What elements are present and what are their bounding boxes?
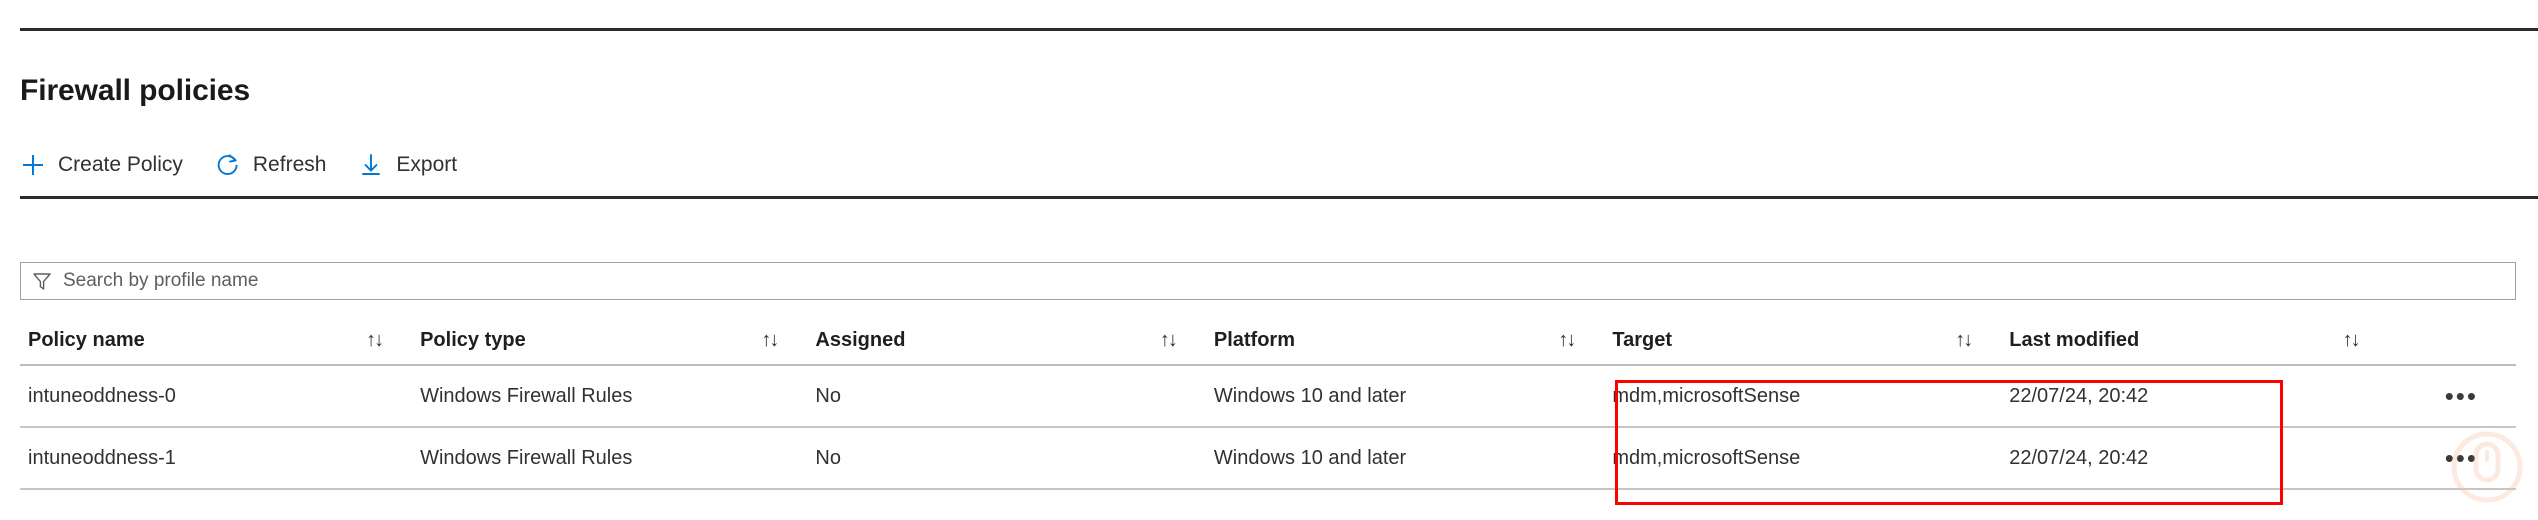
export-label: Export	[396, 153, 458, 176]
cell-text: No	[815, 446, 841, 469]
sort-icon-policy-name[interactable]: ↑↓	[366, 328, 384, 351]
more-options-icon[interactable]: •••	[2445, 389, 2478, 403]
refresh-icon	[215, 152, 241, 178]
cell-policy-type: Windows Firewall Rules	[420, 447, 815, 470]
column-header-label: Last modified	[2009, 328, 2140, 351]
filter-icon	[31, 270, 53, 292]
command-bar: Create Policy Refresh Export	[20, 148, 489, 182]
search-filter-box[interactable]	[20, 262, 2516, 300]
cell-assigned: No	[815, 447, 1213, 470]
sort-icon-platform[interactable]: ↑↓	[1558, 328, 1576, 351]
refresh-button[interactable]: Refresh	[215, 148, 341, 182]
cell-text: Windows Firewall Rules	[420, 384, 633, 407]
cell-text: intuneoddness-0	[28, 384, 176, 407]
policies-table: Policy name ↑↓ Policy type ↑↓ Assigned ↑…	[20, 316, 2516, 490]
cell-last-modified: 22/07/24, 20:42	[2009, 447, 2396, 470]
column-header-platform[interactable]: Platform ↑↓	[1214, 329, 1612, 352]
column-header-assigned[interactable]: Assigned ↑↓	[815, 329, 1213, 352]
cell-assigned: No	[815, 385, 1213, 408]
cell-actions[interactable]: •••	[2397, 389, 2516, 403]
sort-icon-last-modified[interactable]: ↑↓	[2342, 328, 2361, 351]
column-header-label: Policy name	[28, 328, 145, 351]
cell-platform: Windows 10 and later	[1214, 385, 1612, 408]
download-icon	[358, 152, 384, 178]
column-header-label: Policy type	[420, 328, 526, 351]
cell-policy-type: Windows Firewall Rules	[420, 385, 815, 408]
cell-platform: Windows 10 and later	[1214, 447, 1612, 470]
column-header-last-modified[interactable]: Last modified ↑↓	[2009, 329, 2396, 352]
cell-target: mdm,microsoftSense	[1612, 447, 2009, 470]
search-input[interactable]	[63, 266, 2423, 296]
cell-text: Windows 10 and later	[1213, 384, 1407, 407]
cell-text: intuneoddness-1	[28, 446, 176, 469]
column-header-target[interactable]: Target ↑↓	[1612, 329, 2009, 352]
cell-text: Windows Firewall Rules	[420, 446, 633, 469]
column-header-policy-name[interactable]: Policy name ↑↓	[20, 329, 420, 352]
sort-icon-policy-type[interactable]: ↑↓	[761, 328, 779, 351]
table-row[interactable]: intuneoddness-0 Windows Firewall Rules N…	[20, 366, 2516, 428]
create-policy-button[interactable]: Create Policy	[20, 148, 197, 182]
column-header-label: Platform	[1213, 328, 1295, 351]
cell-last-modified: 22/07/24, 20:42	[2009, 385, 2396, 408]
cell-text: mdm,microsoftSense	[1612, 446, 1801, 469]
sort-icon-assigned[interactable]: ↑↓	[1159, 328, 1178, 351]
table-row[interactable]: intuneoddness-1 Windows Firewall Rules N…	[20, 428, 2516, 490]
cell-policy-name[interactable]: intuneoddness-0	[20, 385, 420, 408]
cell-target: mdm,microsoftSense	[1612, 385, 2009, 408]
refresh-label: Refresh	[252, 153, 327, 176]
create-policy-label: Create Policy	[58, 153, 183, 176]
column-header-label: Target	[1612, 328, 1672, 351]
column-header-policy-type[interactable]: Policy type ↑↓	[420, 329, 815, 352]
cell-actions[interactable]: •••	[2397, 451, 2516, 465]
top-divider	[20, 28, 2538, 31]
page-title: Firewall policies	[20, 74, 251, 107]
cell-text: mdm,microsoftSense	[1612, 384, 1801, 407]
cell-text: Windows 10 and later	[1213, 446, 1407, 469]
cell-policy-name[interactable]: intuneoddness-1	[20, 447, 420, 470]
cell-text: 22/07/24, 20:42	[2009, 384, 2149, 407]
more-options-icon[interactable]: •••	[2445, 451, 2478, 465]
command-bar-divider	[20, 196, 2538, 199]
column-header-label: Assigned	[815, 328, 906, 351]
sort-icon-target[interactable]: ↑↓	[1955, 328, 1973, 351]
plus-icon	[20, 152, 46, 178]
export-button[interactable]: Export	[358, 148, 471, 182]
cell-text: 22/07/24, 20:42	[2009, 446, 2149, 469]
table-header-row: Policy name ↑↓ Policy type ↑↓ Assigned ↑…	[20, 316, 2516, 366]
cell-text: No	[815, 384, 841, 407]
